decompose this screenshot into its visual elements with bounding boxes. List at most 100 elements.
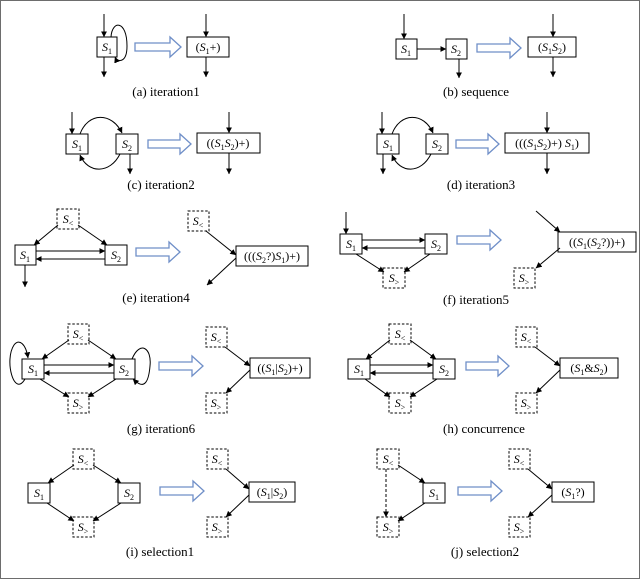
node-label: S>​: [73, 396, 84, 412]
node-label-subscript: 2: [445, 369, 449, 378]
node-label: S<​: [212, 452, 223, 468]
panel-d-s1-node: S1​: [376, 133, 400, 155]
node-label-subscript: <: [520, 459, 525, 468]
panel-i-caption: (i) selection1: [126, 544, 194, 559]
node-label-subscript: 2: [457, 49, 461, 58]
node-label-text: ): [575, 136, 579, 150]
node-label-symbol: S: [215, 136, 221, 150]
node-label: S>​: [389, 271, 400, 287]
panel-g-transform-arrow: [158, 354, 204, 378]
node-label-subscript: >: [218, 527, 223, 536]
node-label-symbol: S: [275, 249, 281, 263]
node-label-text: (: [257, 485, 261, 499]
panel-h-start-to-s1: [365, 339, 391, 360]
node-label-text: (((: [244, 249, 256, 263]
panel-j-s1-to-end: [397, 502, 426, 522]
panel-c-result-node: ((S1​S2​)+): [196, 132, 261, 154]
node-label: S1​: [20, 248, 30, 264]
node-label: (S1​&S2​): [570, 361, 607, 377]
node-label-subscript: 1: [26, 255, 30, 264]
panel-j-s1-node: S1​: [422, 482, 446, 504]
node-label-symbol: S: [78, 452, 84, 466]
panel-d-s2-to-s1-arc: [391, 153, 432, 170]
node-label-symbol: S: [389, 271, 395, 285]
node-label: S2​: [451, 42, 461, 58]
node-label-symbol: S: [521, 396, 527, 410]
node-label-symbol: S: [28, 362, 34, 376]
node-label-symbol: S: [577, 235, 583, 249]
panel-g-s2-self-loop: [131, 347, 151, 386]
node-label-subscript: 2: [284, 368, 288, 377]
node-label-subscript: >: [84, 527, 89, 536]
panel-g-result-start-node: S<​: [205, 326, 228, 348]
panel-i-s2-to-end: [92, 502, 122, 522]
panel-j-s-start-node: S<​: [376, 448, 400, 470]
node-label-subscript: >: [527, 403, 532, 412]
node-label-symbol: S: [395, 327, 401, 341]
node-label-text: |: [271, 485, 273, 499]
node-label-subscript: 1: [108, 47, 112, 56]
node-label: S1​: [102, 40, 112, 56]
node-label-subscript: <: [199, 221, 204, 230]
panel-h-s1-to-end: [364, 378, 391, 398]
node-label-subscript: <: [79, 334, 84, 343]
node-label-subscript: 1: [78, 144, 82, 153]
node-label: S<​: [395, 327, 406, 343]
node-label-symbol: S: [521, 330, 527, 344]
node-label-subscript: 1: [580, 368, 584, 377]
panel-d-transform-arrow: [455, 132, 500, 156]
node-label-symbol: S: [552, 40, 558, 54]
panel-f-transform-arrow: [456, 228, 502, 252]
node-label: S2​: [124, 486, 134, 502]
panel-b-s2-node: S2​: [445, 38, 468, 60]
node-label-subscript: 1: [407, 49, 411, 58]
panel-b-s1-node: S1​: [395, 38, 418, 60]
node-label-subscript: >: [389, 527, 394, 536]
node-label: S<​: [63, 212, 74, 228]
node-label-text: ?): [266, 249, 275, 263]
node-label-symbol: S: [432, 137, 438, 151]
node-label: (S1​|S2​): [257, 485, 287, 501]
node-label-symbol: S: [431, 237, 437, 251]
node-label: S<​: [521, 330, 532, 346]
panel-g-result-start-edge: [224, 346, 251, 367]
node-label-text: &: [584, 361, 594, 375]
panel-c-transform-arrow: [147, 132, 192, 156]
node-label-subscript: 1: [389, 144, 393, 153]
node-label: S1​: [34, 486, 44, 502]
panel-f-result-in: [535, 210, 561, 233]
node-label-subscript: 1: [360, 369, 364, 378]
node-label-subscript: 1: [281, 256, 285, 265]
node-label: S>​: [395, 396, 406, 412]
panel-h-start-to-s2: [409, 339, 437, 360]
node-label-subscript: 1: [267, 492, 271, 501]
panel-j-result-start-edge: [527, 468, 553, 490]
panel-i-result-node: (S1​|S2​): [248, 481, 296, 503]
panel-i-s1-node: S1​: [27, 482, 51, 504]
node-label-symbol: S: [542, 40, 548, 54]
node-label-symbol: S: [111, 248, 117, 262]
node-label-subscript: 1: [435, 493, 439, 502]
node-label-text: ((: [207, 136, 215, 150]
node-label-text: )+): [285, 249, 300, 263]
node-label: S>​: [211, 396, 222, 412]
node-label-subscript: 1: [583, 242, 587, 251]
node-label: S2​: [119, 362, 129, 378]
panel-g-s2-to-end: [87, 378, 117, 398]
node-label-symbol: S: [401, 42, 407, 56]
panel-i-s2-node: S2​: [117, 482, 141, 504]
node-label-symbol: S: [256, 249, 262, 263]
node-label-subscript: 1: [34, 369, 38, 378]
panel-g-iteration6: S<​ S1​ S2​ S>​ S<​ ((S: [9, 323, 311, 436]
node-label-subscript: 1: [271, 368, 275, 377]
node-label: (S1​S2​): [538, 40, 566, 56]
panel-c-s2-node: S2​: [115, 133, 139, 155]
panel-g-result-node: ((S1​|S2​)+): [249, 357, 311, 379]
panel-f-result-out: [535, 247, 561, 269]
node-label-subscript: 1: [548, 47, 552, 56]
node-label: S2​: [122, 137, 132, 153]
panel-a-transform-arrow: [134, 35, 182, 59]
panel-j-result-end-node: S>​: [508, 516, 531, 538]
node-label-subscript: 2: [438, 144, 442, 153]
